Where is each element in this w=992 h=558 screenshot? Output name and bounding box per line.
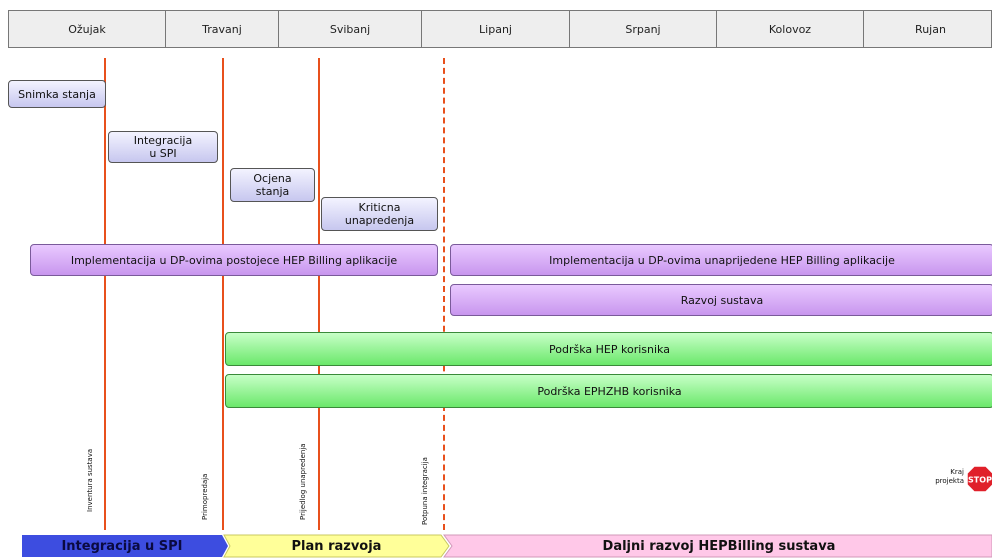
phase-bar (22, 534, 992, 558)
milestone-line-prijedlog (318, 58, 320, 530)
phase-1-label: Integracija u SPI (61, 538, 183, 554)
task-ocjena-stanja: Ocjena stanja (230, 168, 315, 202)
phase-3-shape (443, 534, 992, 558)
task-podrska-ephzhb: Podrška EPHZHB korisnika (225, 374, 992, 408)
phase-2-label: Plan razvoja (291, 538, 382, 554)
milestone-label-potpuna: Potpuna integracija (421, 457, 429, 525)
task-podrska-hep: Podrška HEP korisnika (225, 332, 992, 366)
end-project-label: Kraj projekta (935, 468, 964, 485)
task-razvoj-sustava: Razvoj sustava (450, 284, 992, 316)
stop-text: STOP (968, 476, 992, 485)
month-cell: Kolovoz (717, 11, 864, 47)
milestone-label-inventura: Inventura sustava (86, 448, 94, 512)
month-cell: Travanj (166, 11, 279, 47)
month-cell: Svibanj (279, 11, 422, 47)
month-cell: Rujan (915, 22, 946, 36)
task-integracija-spi: Integracija u SPI (108, 131, 218, 163)
milestone-line-potpuna (443, 58, 445, 530)
month-cell: Lipanj (422, 11, 570, 47)
task-implementacija-unaprijedene: Implementacija u DP-ovima unaprijedene H… (450, 244, 992, 276)
milestone-line-inventura (104, 58, 106, 530)
task-kriticna-unapredenja: Kriticna unapredenja (321, 197, 438, 231)
phase-3-label: Daljni razvoj HEPBilling sustava (602, 538, 836, 554)
phase-2-shape (223, 534, 450, 558)
task-snimka-stanja: Snimka stanja (8, 80, 106, 108)
task-implementacija-postojece: Implementacija u DP-ovima postojece HEP … (30, 244, 438, 276)
phase-1-shape (22, 535, 228, 557)
month-cell: Srpanj (570, 11, 717, 47)
milestone-label-prijedlog: Prijedlog unapredenja (299, 443, 307, 520)
stop-sign-icon: STOP (966, 465, 992, 493)
month-header: Ožujak Travanj Svibanj Lipanj Srpanj Kol… (8, 10, 992, 48)
milestone-line-primopredaja (222, 58, 224, 530)
month-cell: Ožujak (9, 11, 166, 47)
milestone-label-primopredaja: Primopredaja (201, 473, 209, 520)
